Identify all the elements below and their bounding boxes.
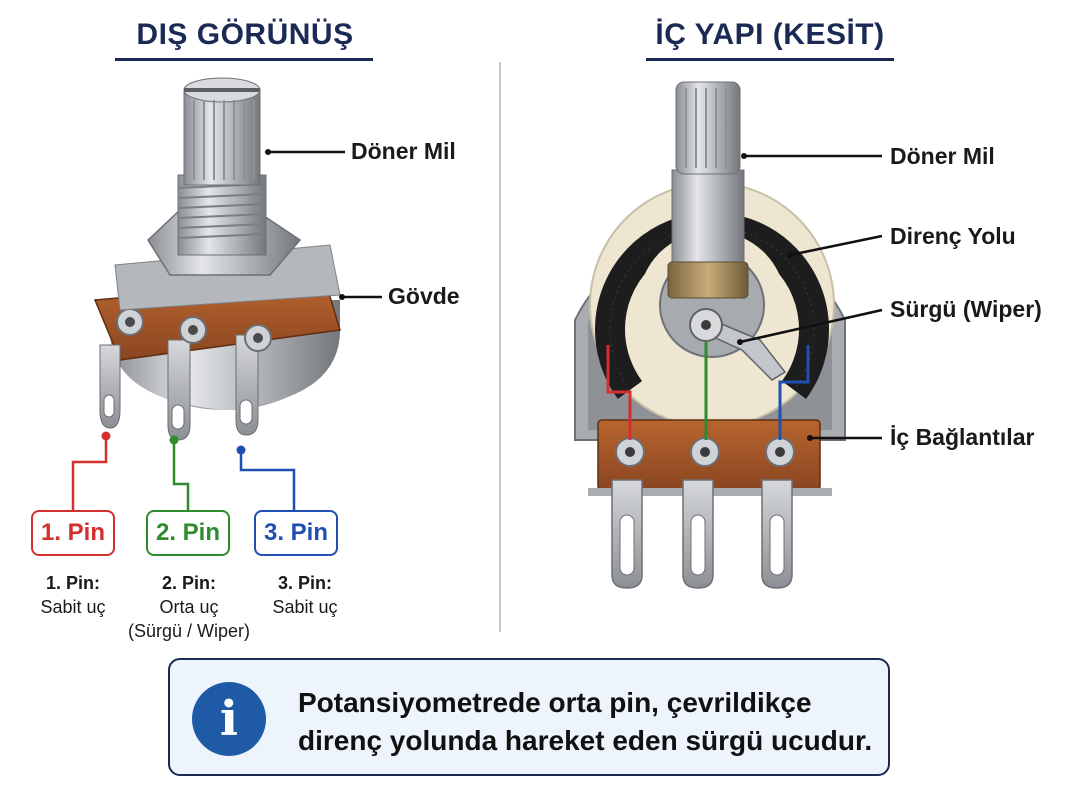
pin2-box: 2. Pin [146, 510, 230, 556]
info-text: Potansiyometrede orta pin, çevrildikçe d… [298, 684, 872, 760]
right-shaft-label: Döner Mil [890, 143, 995, 169]
pin2-desc-line2: (Sürgü / Wiper) [127, 621, 251, 641]
cross-section-potentiometer [574, 81, 883, 589]
pin1-box: 1. Pin [31, 510, 115, 556]
pin2-description: 2. Pin: Orta uç (Sürgü / Wiper) [124, 571, 254, 643]
potentiometer-illustration [71, 77, 883, 589]
panel-divider [499, 62, 501, 632]
left-body-label: Gövde [388, 283, 460, 309]
wiper-label: Sürgü (Wiper) [890, 296, 1042, 322]
pin1-description: 1. Pin: Sabit uç [8, 571, 138, 619]
left-title-underline [115, 58, 373, 61]
left-panel-title: DIŞ GÖRÜNÜŞ [136, 18, 354, 51]
pin3-description: 3. Pin: Sabit uç [240, 571, 370, 619]
info-icon: i [192, 682, 266, 756]
resistive-track-label: Direnç Yolu [890, 223, 1016, 249]
left-shaft-label: Döner Mil [351, 138, 456, 164]
pin2-desc-title: 2. Pin: [161, 573, 216, 593]
internal-connections-label: İç Bağlantılar [890, 424, 1035, 450]
info-line-2: direnç yolunda hareket eden sürgü ucudur… [298, 725, 873, 756]
info-line-1: Potansiyometrede orta pin, çevrildikçe [298, 687, 812, 718]
pin3-desc-title: 3. Pin: [277, 573, 332, 593]
pin1-desc-title: 1. Pin: [45, 573, 100, 593]
external-potentiometer [71, 77, 382, 510]
right-panel-title: İÇ YAPI (KESİT) [655, 18, 885, 51]
pin3-box: 3. Pin [254, 510, 338, 556]
info-box: i Potansiyometrede orta pin, çevrildikçe… [168, 658, 890, 776]
pin1-desc-line1: Sabit uç [40, 597, 106, 617]
pin2-desc-line1: Orta uç [159, 597, 219, 617]
pin3-desc-line1: Sabit uç [272, 597, 338, 617]
right-title-underline [646, 58, 894, 61]
